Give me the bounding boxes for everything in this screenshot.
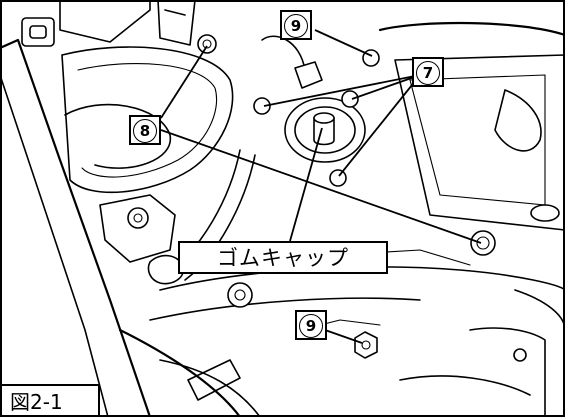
leader-8b: [160, 129, 482, 244]
leader-cap: [289, 127, 323, 242]
leader-7c: [338, 74, 421, 177]
leader-7a: [263, 74, 421, 107]
leader-8a: [160, 45, 208, 119]
top-left-bracket: [21, 17, 55, 47]
bolt-8-right: [470, 230, 496, 256]
leader-9-top: [314, 29, 373, 57]
bolt-7-bottom: [329, 169, 347, 187]
callout-7: 7: [412, 57, 444, 87]
bolt-7-left: [253, 97, 271, 115]
callout-7-text: 7: [416, 61, 440, 85]
figure-label: 図2-1: [0, 384, 100, 417]
bolt-7-top: [341, 90, 359, 108]
leader-9-bottom: [324, 329, 363, 344]
leader-7b: [351, 74, 421, 100]
left-panel-edge: [0, 38, 152, 417]
left-housing: [61, 46, 234, 194]
bolt-9-bottom: [354, 331, 378, 359]
callout-8-text: 8: [133, 119, 157, 143]
bolt-8-top: [197, 34, 217, 54]
callout-9-top-text: 9: [284, 14, 308, 38]
right-panel: [394, 54, 565, 231]
callout-8: 8: [129, 115, 161, 145]
callout-9-bottom: 9: [295, 310, 327, 340]
callout-9-bottom-text: 9: [299, 314, 323, 338]
callout-9-top: 9: [280, 10, 312, 40]
rubber-cap-label: ゴムキャップ: [178, 241, 388, 274]
